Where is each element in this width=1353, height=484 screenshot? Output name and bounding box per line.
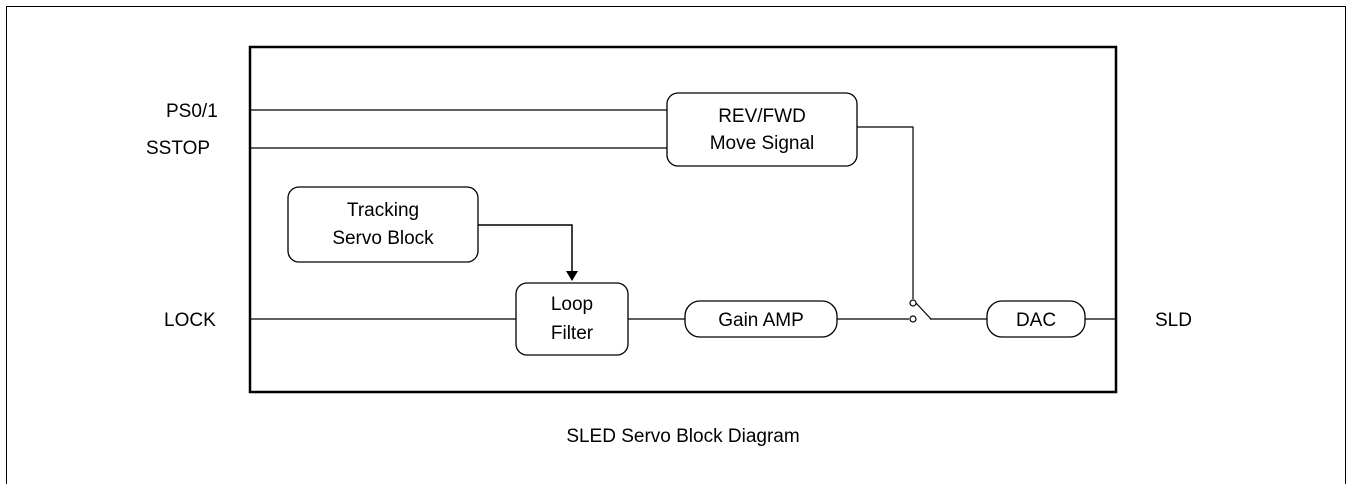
diagram-caption: SLED Servo Block Diagram [566, 426, 799, 447]
gain-amp-label: Gain AMP [718, 310, 804, 331]
gain-amp-block [684, 300, 838, 338]
rev-fwd-label-1: REV/FWD [718, 106, 806, 127]
switch-arm [915, 302, 932, 320]
tracking-label-1: Tracking [347, 200, 419, 221]
rev-fwd-label-2: Move Signal [710, 133, 815, 154]
input-label-ps01: PS0/1 [166, 101, 218, 122]
rev-fwd-block [666, 92, 858, 167]
loop-filter-label-2: Filter [551, 323, 594, 344]
dac-label: DAC [1016, 310, 1056, 331]
loop-filter-block [515, 282, 629, 356]
input-label-sstop: SSTOP [146, 138, 210, 159]
sled-servo-block [248, 45, 1118, 394]
output-label-sld: SLD [1155, 310, 1192, 331]
dac-block [986, 300, 1086, 338]
wire-revfwd-to-switch [857, 126, 914, 299]
input-label-lock: LOCK [164, 310, 216, 331]
loop-filter-label-1: Loop [551, 294, 593, 315]
tracking-label-2: Servo Block [332, 228, 434, 249]
switch-top-contact [909, 299, 917, 307]
tracking-servo-block [287, 186, 479, 263]
outer-frame [6, 6, 1346, 484]
switch-bottom-contact [909, 315, 917, 323]
wire-tracking-to-loopfilter [478, 224, 578, 281]
switch [909, 299, 932, 323]
